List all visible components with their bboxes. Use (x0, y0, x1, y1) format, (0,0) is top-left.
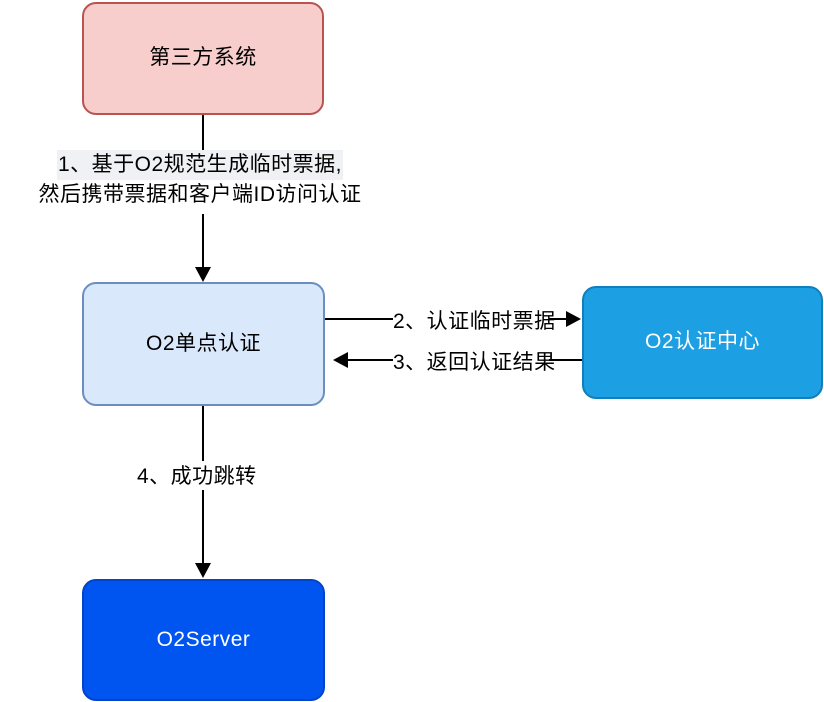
edge-step4-arrowhead (195, 563, 211, 578)
edge-step4-line-upper (202, 406, 204, 461)
edge-step2-arrowhead (566, 311, 581, 327)
node-o2server[interactable]: O2Server (82, 579, 325, 701)
edge-step1-arrowhead (195, 267, 211, 282)
node-o2-auth-center[interactable]: O2认证中心 (582, 286, 823, 399)
edge-step2-line-right (549, 318, 568, 320)
edge-step1-line-upper (202, 115, 204, 163)
node-o2-single-sign-on[interactable]: O2单点认证 (82, 282, 325, 406)
edge-label-step4: 4、成功跳转 (137, 465, 257, 488)
edge-label-step2: 2、认证临时票据 (393, 310, 556, 333)
edge-step3-line-left (348, 359, 393, 361)
edge-label-step1: 1、基于O2规范生成临时票据, 然后携带票据和客户端ID访问认证 (0, 150, 400, 210)
edge-step3-arrowhead (333, 352, 348, 368)
edge-label-step3: 3、返回认证结果 (393, 351, 556, 374)
edge-label-step1-line2: 然后携带票据和客户端ID访问认证 (38, 183, 362, 206)
edge-step3-line-right (549, 359, 582, 361)
edge-step4-line-lower (202, 490, 204, 564)
edge-step1-line-lower (202, 214, 204, 268)
node-third-party-system[interactable]: 第三方系统 (82, 2, 324, 115)
edge-step2-line-left (325, 318, 393, 320)
edge-label-step1-line1: 1、基于O2规范生成临时票据, (56, 150, 344, 180)
